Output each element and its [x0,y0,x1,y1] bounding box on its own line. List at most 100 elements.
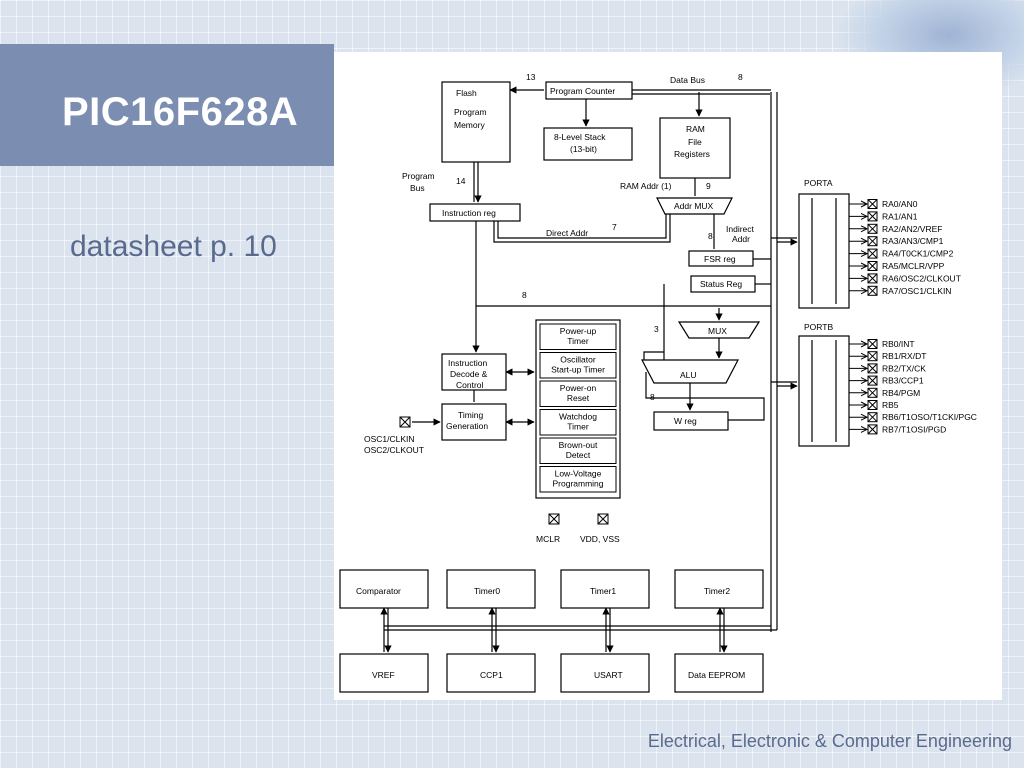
flash-memory-block [441,81,511,163]
direct-addr-label: Direct Addr [546,228,588,238]
stack-label-2: (13-bit) [570,144,597,154]
fsr-width: 8 [708,231,713,241]
pin-arrow [860,352,869,360]
power-block-cell [539,380,617,407]
vdd-vss-label: VDD, VSS [580,534,620,544]
pin-label: RB0/INT [882,339,915,349]
pin-cross-icon [867,387,878,398]
vref-label: VREF [372,670,395,680]
power-block-label: Power-up [560,326,597,336]
pin-label: RA5/MCLR/VPP [882,261,945,271]
timing-label-2: Generation [446,421,488,431]
portb-latch [798,335,850,447]
pin-label: RB5 [882,400,899,410]
pin-arrow [860,287,869,295]
power-block-label: Power-on [560,383,597,393]
power-block-label: Timer [567,422,589,432]
pin-box-icon [867,261,878,271]
power-block-label: Start-up Timer [551,365,605,375]
indirect-addr-label-1: Indirect [726,224,755,234]
w-reg-block [653,411,729,431]
decode-label-3: Control [456,380,484,390]
timing-label-1: Timing [458,410,483,420]
ram-label-2: File [688,137,702,147]
pin-box-icon [867,273,878,284]
pin-arrow [860,262,869,270]
pin-label: RA7/OSC1/CLKIN [882,286,951,296]
pin-cross-icon [867,339,878,349]
alu-label: ALU [680,370,697,380]
fsr-reg-label: FSR reg [704,254,736,264]
pin-cross-icon [867,285,878,296]
w-reg-label: W reg [674,416,697,426]
pin-box-icon [867,339,878,349]
flash-label-3: Memory [454,120,485,130]
slide-title: PIC16F628A [62,90,299,134]
pin-cross-icon [867,211,878,222]
pin-box-icon [867,248,878,259]
instruction-reg-label: Instruction reg [442,208,496,218]
pin-box-icon [867,211,878,222]
pin-box-icon [867,285,878,296]
pin-box-icon [867,351,878,362]
ram-addr-label: RAM Addr (1) [620,181,672,191]
pin-cross-icon [867,261,878,271]
pin-label: RB2/TX/CK [882,363,926,373]
power-block-cell [539,352,617,379]
power-block-label: Oscillator [560,355,596,365]
addr-mux-block [656,197,733,215]
mux-label: MUX [708,326,727,336]
pin-cross-icon [867,199,878,209]
pin-cross-icon [867,363,878,374]
addr-mux-label: Addr MUX [674,201,714,211]
pin-arrow [860,413,869,421]
timer2-label: Timer2 [704,586,730,596]
flash-label-1: Flash [456,88,477,98]
power-block-cell [539,466,617,493]
power-block-label: Brown-out [559,440,598,450]
decode-label-1: Instruction [448,358,487,368]
power-block-label: Programming [552,479,603,489]
power-block-cell [539,409,617,436]
three-bit-label: 3 [654,324,659,334]
pin-box-icon [867,400,878,410]
pin-arrow [860,250,869,258]
vdd-vss-pin-icon [597,513,609,525]
osc-pin-icon [399,416,411,428]
pin-label: RB3/CCP1 [882,376,924,386]
pin-arrow [860,389,869,397]
eight-bit-bus-label: 8 [522,290,527,300]
pin-label: RA6/OSC2/CLKOUT [882,273,961,283]
pin-label: RB1/RX/DT [882,351,926,361]
program-bus-width: 14 [456,176,466,186]
pin-cross-icon [867,424,878,435]
pin-box-icon [867,412,878,423]
slide-footer: Electrical, Electronic & Computer Engine… [647,731,1012,751]
pin-box-icon [867,236,878,247]
osc-label-2: OSC2/CLKOUT [364,445,424,455]
pin-label: RB4/PGM [882,388,920,398]
pin-box-icon [867,375,878,386]
pin-arrow [860,200,869,208]
pin-arrow [860,364,869,372]
block-diagram: Flash Program Memory Program Counter 8-L… [339,72,977,693]
data-bus-width: 8 [738,72,743,82]
mclr-label: MCLR [536,534,560,544]
flash-label-2: Program [454,107,487,117]
pin-box-icon [867,223,878,234]
title-band [0,44,334,166]
pin-label: RA2/AN2/VREF [882,224,942,234]
pin-cross-icon [867,223,878,234]
pin-cross-icon [867,273,878,284]
pin-label: RB7/T1OSI/PGD [882,424,946,434]
pin-arrow [860,225,869,233]
pin-cross-icon [867,236,878,247]
pin-cross-icon [867,400,878,410]
pin-box-icon [867,387,878,398]
pin-arrow [860,425,869,433]
data-bus-label: Data Bus [670,75,705,85]
direct-addr-width: 7 [612,222,617,232]
comparator-label: Comparator [356,586,401,596]
osc-label-1: OSC1/CLKIN [364,434,415,444]
pin-arrow [860,212,869,220]
